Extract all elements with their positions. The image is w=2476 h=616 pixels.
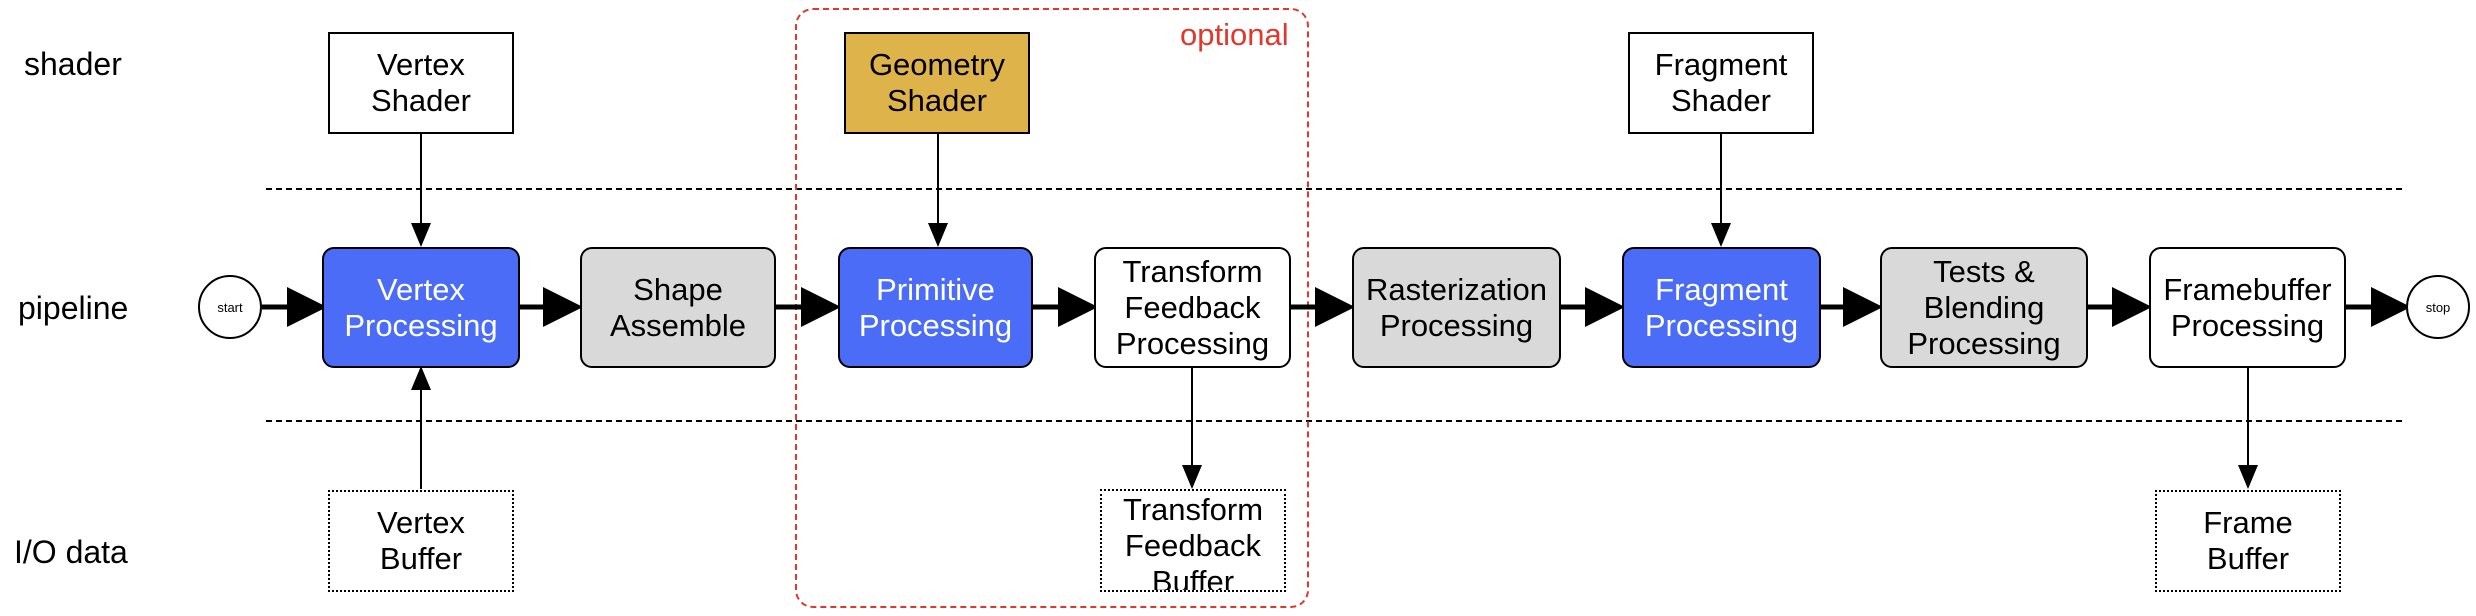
framebuffer-processing-box: Framebuffer Processing: [2149, 247, 2346, 368]
row-label-pipeline: pipeline: [18, 290, 129, 326]
vertex-shader-box: Vertex Shader: [328, 32, 514, 134]
frame-buffer-box: Frame Buffer: [2155, 490, 2341, 592]
geometry-shader-box: Geometry Shader: [844, 32, 1030, 134]
transform-feedback-processing-box: Transform Feedback Processing: [1094, 247, 1291, 368]
vertex-buffer-box: Vertex Buffer: [328, 490, 514, 592]
optional-label: optional: [1180, 17, 1289, 52]
row-label-io-data: I/O data: [14, 534, 128, 570]
primitive-processing-box: Primitive Processing: [838, 247, 1033, 368]
shape-assemble-box: Shape Assemble: [580, 247, 776, 368]
tests-blending-processing-box: Tests & Blending Processing: [1880, 247, 2088, 368]
rasterization-processing-box: Rasterization Processing: [1352, 247, 1561, 368]
fragment-processing-box: Fragment Processing: [1622, 247, 1821, 368]
start-node: start: [198, 275, 262, 339]
divider-shader-pipeline: [266, 188, 2402, 190]
row-label-shader: shader: [24, 46, 122, 82]
fragment-shader-box: Fragment Shader: [1628, 32, 1814, 134]
stop-node: stop: [2406, 275, 2470, 339]
transform-feedback-buffer-box: Transform Feedback Buffer: [1100, 489, 1286, 592]
vertex-processing-box: Vertex Processing: [322, 247, 520, 368]
divider-pipeline-io: [266, 420, 2402, 422]
